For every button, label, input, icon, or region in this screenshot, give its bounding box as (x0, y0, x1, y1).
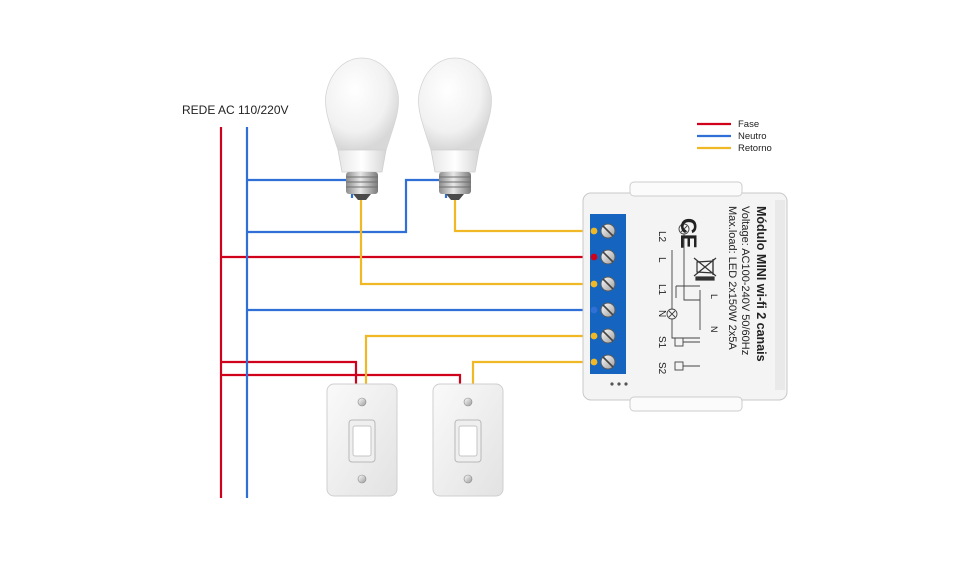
mains-label: REDE AC 110/220V (182, 103, 289, 117)
terminal-label-N: N (656, 310, 667, 317)
wire-neutro-to-bulb1 (247, 178, 354, 198)
light-bulb-icon (325, 57, 399, 200)
light-bulb-icon (418, 57, 492, 200)
wire-retorno-switch1-S1 (364, 334, 594, 384)
wifi-module: L2 L L1 N S1 S2 L N CE (582, 181, 788, 412)
terminal-screw-L2 (600, 223, 616, 239)
wire-dot-S2 (590, 358, 598, 366)
legend: Fase Neutro Retorno (697, 119, 772, 154)
terminal-label-S1: S1 (656, 336, 667, 349)
ce-mark: CE (676, 218, 701, 249)
crossed-bin-icon (693, 257, 717, 281)
module-title: Módulo MINI wi-fi 2 canais (754, 206, 768, 362)
module-maxload: Max.load: LED 2x150W 2x5A (726, 206, 738, 350)
terminal-screws (600, 223, 616, 370)
legend-label-neutro: Neutro (738, 131, 767, 142)
wire-fase-to-switch1 (221, 360, 358, 384)
terminal-label-L1: L1 (656, 284, 667, 296)
terminal-screw-L1 (600, 276, 616, 292)
wire-dot-L (590, 253, 598, 261)
module-voltage: Voltage: AC100-240V 50/60Hz (739, 206, 751, 355)
wire-retorno-bulb2-L2 (453, 198, 594, 233)
terminal-label-L: L (656, 257, 667, 263)
schematic-label-N: N (709, 326, 719, 333)
wall-switch-icon (326, 383, 398, 497)
legend-label-retorno: Retorno (738, 143, 772, 154)
wire-retorno-bulb1-L1 (359, 198, 594, 286)
terminal-screw-L (600, 249, 616, 265)
wire-fase-to-switch2 (221, 373, 462, 384)
wire-dot-N (590, 306, 598, 314)
module-schematic (666, 223, 701, 371)
terminal-screw-N (600, 302, 616, 318)
wire-dot-L2 (590, 227, 598, 235)
terminal-strip (590, 214, 626, 374)
wall-switch-icon (432, 383, 504, 497)
terminal-screw-S2 (600, 354, 616, 370)
terminal-label-L2: L2 (656, 231, 667, 243)
wire-dot-S1 (590, 332, 598, 340)
terminal-label-S2: S2 (656, 362, 667, 375)
terminal-screw-S1 (600, 328, 616, 344)
schematic-label-L: L (709, 294, 719, 299)
wires (219, 127, 594, 498)
legend-label-fase: Fase (738, 119, 759, 130)
wire-dot-L1 (590, 280, 598, 288)
wire-retorno-switch2-S2 (471, 360, 594, 384)
